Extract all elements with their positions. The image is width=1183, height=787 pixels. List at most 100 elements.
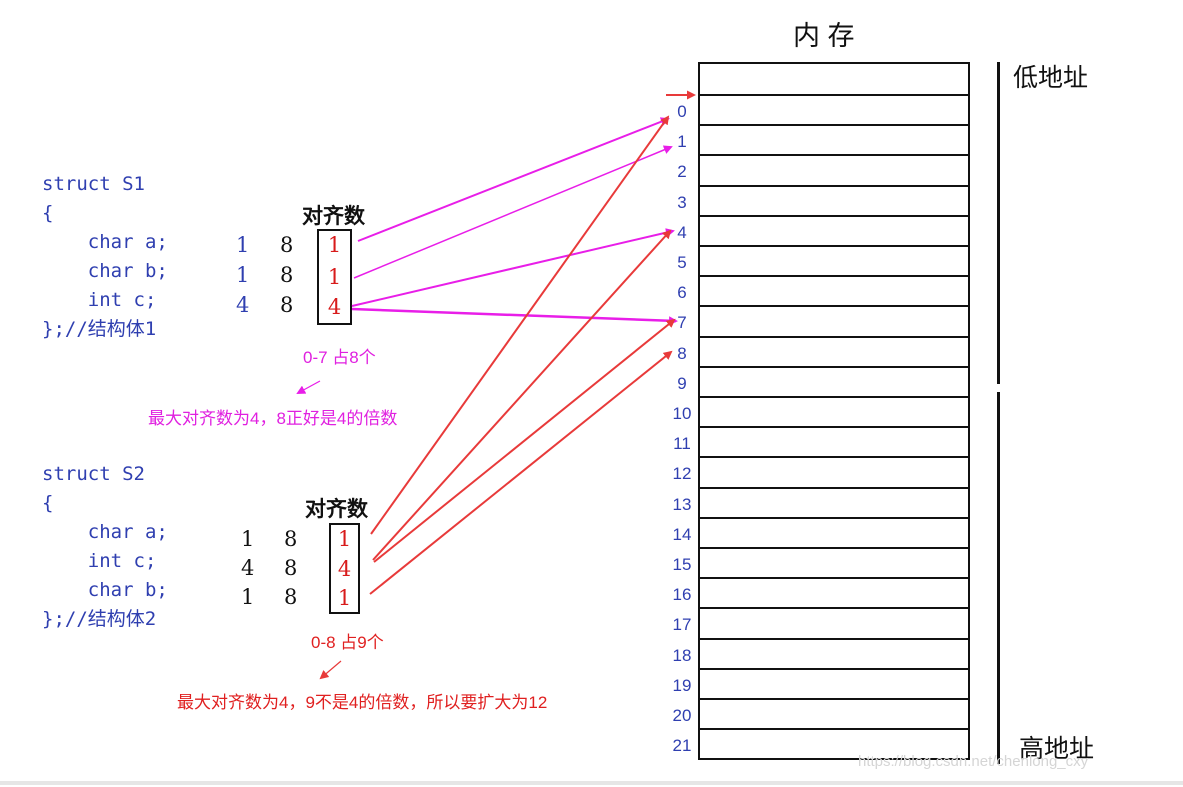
memory-cell-divider xyxy=(700,94,968,96)
memory-index: 2 xyxy=(677,162,687,182)
memory-index: 4 xyxy=(677,222,687,242)
memory-index: 21 xyxy=(672,736,692,756)
memory-cell-divider xyxy=(700,335,968,338)
memory-index: 13 xyxy=(672,494,692,514)
page-bottom-border xyxy=(0,781,1183,785)
s2-align-b: 1 xyxy=(337,586,352,610)
s1-align-b: 1 xyxy=(327,265,342,289)
memory-index: 19 xyxy=(672,675,692,695)
s1-default-b: 8 xyxy=(280,263,294,287)
memory-index: 18 xyxy=(672,645,692,665)
memory-index: 14 xyxy=(672,524,692,544)
s1-size-a: 1 xyxy=(236,233,250,257)
s2-arrow-c-to-4 xyxy=(372,229,672,561)
s2-note-arrow xyxy=(319,660,342,680)
memory-index: 12 xyxy=(672,464,692,484)
memory-cell-divider xyxy=(700,547,968,549)
s2-range-note: 0-8 占9个 xyxy=(311,633,384,652)
memory-cell-divider xyxy=(700,184,968,187)
s2-size-a: 1 xyxy=(241,527,255,551)
memory-index: 6 xyxy=(677,283,687,303)
memory-cell-divider xyxy=(700,365,968,368)
code-line: { xyxy=(42,202,54,224)
address-axis-line-lower xyxy=(997,392,1000,764)
memory-cell-divider xyxy=(700,305,968,308)
s1-note-arrow xyxy=(296,380,321,394)
low-address-label: 低地址 xyxy=(1013,64,1089,92)
memory-cell-divider xyxy=(700,607,968,610)
memory-index: 16 xyxy=(672,585,692,605)
s1-size-c: 4 xyxy=(236,293,250,317)
memory-cell-divider xyxy=(700,214,968,217)
s2-arrow-a-to-0 xyxy=(370,115,670,535)
s2-align-heading: 对齐数 xyxy=(305,497,368,521)
s1-range-note: 0-7 占8个 xyxy=(303,348,376,367)
memory-index: 0 xyxy=(677,102,687,121)
s2-default-b: 8 xyxy=(284,585,298,609)
code-line: char a; xyxy=(42,521,168,543)
s2-size-c: 4 xyxy=(241,556,255,580)
memory-index: 7 xyxy=(677,313,687,333)
memory-cell-divider xyxy=(700,516,968,519)
high-address-label: 高地址 xyxy=(1019,735,1095,763)
memory-index: 17 xyxy=(672,615,692,635)
s1-default-a: 8 xyxy=(280,233,294,257)
s2-arrow-c-to-7 xyxy=(373,318,676,563)
s2-align-a: 1 xyxy=(337,527,352,551)
s1-arrow-c-to-7 xyxy=(351,307,678,326)
memory-index: 9 xyxy=(677,373,687,393)
code-line: char a; xyxy=(42,231,168,253)
struct-s1-code: struct S1 { char a; char b; int c; };//结… xyxy=(42,170,168,344)
address-axis-line xyxy=(997,62,1000,384)
memory-cell-divider xyxy=(700,486,968,489)
s2-conclusion: 最大对齐数为4，9不是4的倍数，所以要扩大为12 xyxy=(177,693,548,712)
code-line: int c; xyxy=(42,289,157,311)
memory-cell-divider xyxy=(700,667,968,670)
memory-cell-divider xyxy=(700,637,968,640)
s1-default-c: 8 xyxy=(280,293,294,317)
struct-s2-code: struct S2 { char a; int c; char b; };//结… xyxy=(42,460,168,634)
memory-cell-divider xyxy=(700,275,968,278)
watermark: https://blog.csdn.net/chenlong_cxy xyxy=(858,753,1089,770)
code-line: { xyxy=(42,492,54,514)
s2-default-a: 8 xyxy=(284,527,298,551)
s1-align-a: 1 xyxy=(327,233,342,257)
memory-cell-divider xyxy=(700,577,968,580)
memory-cell-divider xyxy=(700,396,968,398)
code-line: struct S1 xyxy=(42,173,145,195)
memory-cell-divider xyxy=(700,154,968,157)
memory-index: 3 xyxy=(677,192,687,212)
memory-index: 1 xyxy=(677,132,687,152)
s1-align-box: 1 1 4 xyxy=(317,229,352,325)
memory-index: 15 xyxy=(672,555,692,574)
memory-cell-divider xyxy=(700,124,968,127)
code-line: };//结构体1 xyxy=(42,318,157,340)
memory-cell-divider xyxy=(700,426,968,429)
s2-align-c: 4 xyxy=(337,557,352,581)
s2-align-box: 1 4 1 xyxy=(329,523,360,614)
code-line: char b; xyxy=(42,579,168,601)
s1-conclusion: 最大对齐数为4，8正好是4的倍数 xyxy=(148,409,398,428)
memory-index: 10 xyxy=(672,404,692,423)
s2-size-b: 1 xyxy=(241,585,255,609)
memory-cell-divider xyxy=(700,698,968,700)
s2-default-c: 8 xyxy=(284,556,298,580)
code-line: };//结构体2 xyxy=(42,608,157,630)
s1-arrow-b-to-1 xyxy=(353,145,673,279)
memory-cell-divider xyxy=(700,245,968,247)
s1-align-c: 4 xyxy=(327,295,342,319)
memory-block xyxy=(698,62,970,760)
s2-arrow-b-to-8 xyxy=(369,350,673,595)
code-line: int c; xyxy=(42,550,157,572)
s1-arrow-a-to-0 xyxy=(357,117,670,242)
memory-cell-divider xyxy=(700,456,968,459)
s1-size-b: 1 xyxy=(236,263,250,287)
memory-index: 11 xyxy=(673,434,691,454)
memory-index: 8 xyxy=(677,343,687,363)
memory-index: 20 xyxy=(672,706,692,725)
memory-index: 5 xyxy=(677,253,687,272)
memory-cell-divider xyxy=(700,728,968,731)
code-line: char b; xyxy=(42,260,168,282)
code-line: struct S2 xyxy=(42,463,145,485)
